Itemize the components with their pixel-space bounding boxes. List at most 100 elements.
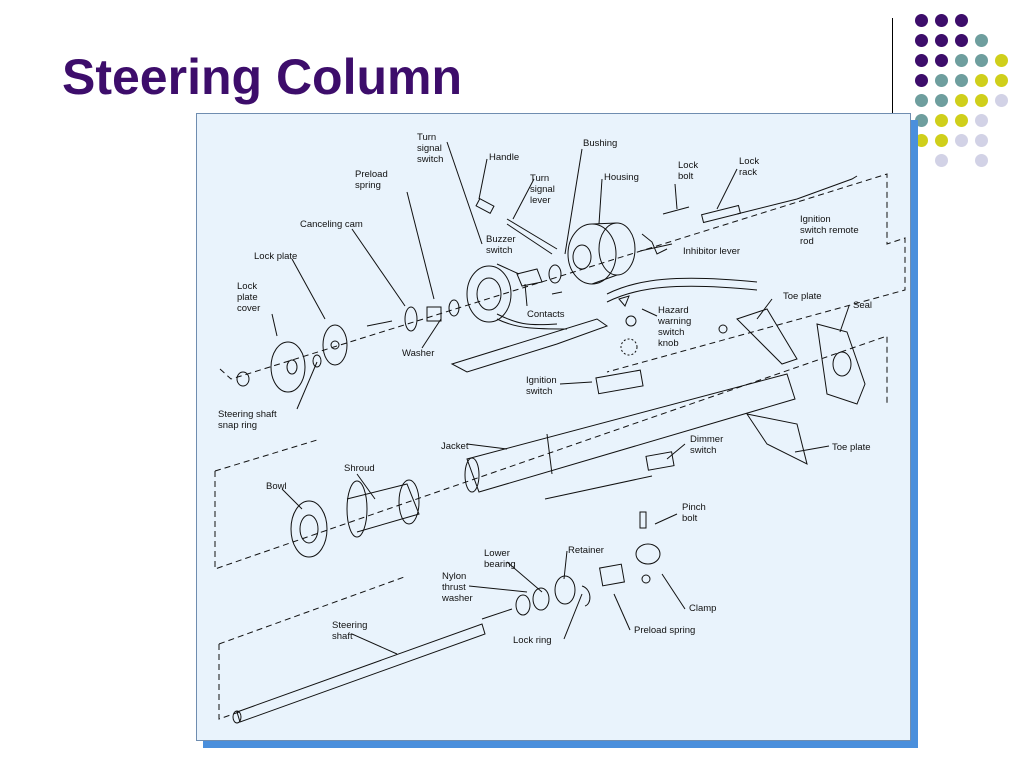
label-jacket: Jacket — [441, 441, 469, 452]
ignition-remote-rod — [736, 175, 858, 215]
dot — [995, 54, 1008, 67]
lock-plate-cover — [270, 341, 306, 393]
clamp-nut — [641, 574, 651, 584]
label-lock-rack: Lock rack — [739, 156, 760, 178]
leader-line — [654, 513, 678, 525]
label-toe-plate-top: Toe plate — [783, 291, 822, 302]
dimmer-rod — [544, 475, 653, 500]
shroud-plate — [450, 318, 609, 373]
dot — [975, 114, 988, 127]
dot — [975, 134, 988, 147]
jacket-end — [464, 457, 480, 493]
dashed-boundary-middle-top — [214, 439, 318, 472]
leader-line — [466, 443, 508, 450]
nylon-thrust-washer — [515, 594, 531, 616]
retainer — [554, 575, 576, 605]
shroud — [346, 483, 420, 533]
dimmer-switch — [645, 451, 675, 471]
jacket-seam — [546, 433, 553, 475]
handle — [475, 198, 495, 214]
label-canceling-cam: Canceling cam — [300, 219, 363, 230]
dot — [915, 114, 928, 127]
dashed-boundary-upper — [219, 173, 906, 380]
label-contacts: Contacts — [527, 309, 565, 320]
label-housing: Housing — [604, 172, 639, 183]
dot — [955, 34, 968, 47]
dot — [955, 54, 968, 67]
label-handle: Handle — [489, 152, 520, 163]
leader-line — [839, 305, 850, 333]
label-ignition-switch: Ignition switch — [526, 375, 557, 397]
wiring-harness — [606, 277, 758, 295]
dot — [975, 74, 988, 87]
dashed-boundary-middle — [214, 335, 888, 570]
label-inhibitor-lever: Inhibitor lever — [683, 246, 741, 257]
steering-shaft-tip — [481, 608, 513, 620]
steering-shaft — [236, 623, 486, 723]
leader-line — [641, 308, 658, 317]
dot — [935, 34, 948, 47]
label-pinch-bolt: Pinch bolt — [682, 502, 706, 524]
label-lock-plate-cover: Lock plate cover — [237, 281, 261, 314]
leader-line — [468, 585, 528, 593]
dot — [915, 34, 928, 47]
wiring-harness — [606, 285, 758, 303]
snap-ring — [312, 354, 322, 368]
leader-line — [512, 178, 535, 220]
leader-line — [446, 141, 483, 245]
housing-edge — [591, 274, 618, 285]
contact-screw — [551, 291, 563, 295]
leader-line — [351, 228, 406, 307]
label-nylon-thrust-washer: Nylon thrust washer — [442, 571, 473, 604]
dot — [915, 134, 928, 147]
leader-line — [564, 148, 583, 255]
pinch-bolt — [639, 511, 647, 529]
leader-line — [406, 191, 435, 300]
leader-line — [291, 258, 326, 320]
steering-shaft-end — [232, 710, 242, 724]
switch-wiring — [496, 318, 568, 330]
dot — [955, 74, 968, 87]
dot — [975, 94, 988, 107]
label-turn-signal-switch: Turn signal switch — [417, 132, 444, 165]
dot — [915, 54, 928, 67]
jacket — [466, 373, 796, 493]
leader-line — [524, 283, 528, 307]
leader-line — [661, 573, 686, 610]
leader-line — [598, 178, 603, 225]
leader-line — [271, 313, 278, 337]
leader-line — [478, 158, 488, 200]
lock-plate — [322, 324, 348, 366]
turn-signal-switch — [466, 265, 512, 323]
toe-plate-upper — [736, 308, 798, 365]
dot — [935, 94, 948, 107]
label-turn-signal-lever: Turn signal lever — [530, 173, 555, 206]
label-ignition-switch-remote-rod: Ignition switch remote rod — [800, 214, 859, 247]
dot — [935, 114, 948, 127]
lock-rack — [700, 204, 742, 224]
leader-line — [716, 168, 738, 210]
leader-line — [563, 593, 583, 640]
leader-line — [296, 361, 318, 410]
label-preload-spring-bottom: Preload spring — [634, 625, 696, 636]
washer-upper — [448, 299, 460, 317]
label-seal: Seal — [853, 300, 873, 311]
leader-line — [639, 243, 673, 252]
turn-signal-lever — [506, 218, 558, 250]
slide-title: Steering Column — [62, 49, 463, 105]
title-divider-line — [892, 18, 893, 128]
label-buzzer-switch: Buzzer switch — [486, 234, 516, 256]
label-steering-shaft-snap-ring: Steering shaft snap ring — [218, 409, 277, 431]
inhibitor-lever — [641, 233, 668, 255]
hazard-switch — [625, 315, 637, 327]
clamp — [635, 543, 661, 565]
turn-signal-switch-inner — [476, 277, 502, 311]
turn-signal-lever-edge — [506, 223, 553, 255]
dot — [955, 14, 968, 27]
seal-bolt — [718, 324, 728, 334]
dot — [915, 94, 928, 107]
dot — [995, 94, 1008, 107]
housing-back — [598, 222, 636, 276]
housing — [567, 223, 617, 285]
leader-line — [506, 561, 543, 593]
